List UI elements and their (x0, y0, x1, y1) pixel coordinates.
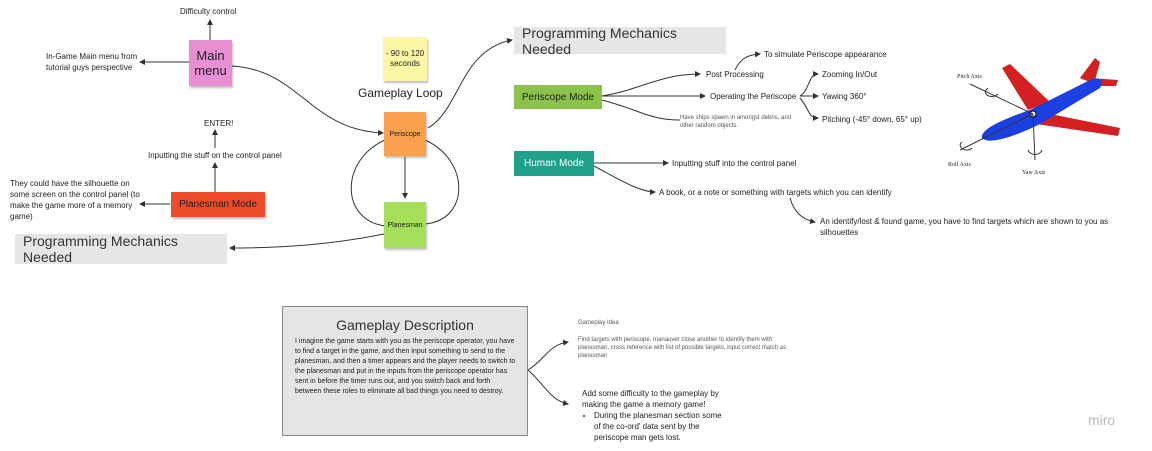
planesman-sticky[interactable]: Planesman (384, 202, 426, 248)
simulate-periscope-label: To simulate Periscope appearance (764, 50, 887, 59)
programming-mechanics-left[interactable]: Programming Mechanics Needed (15, 233, 227, 265)
planesman-mode-label: Planesman Mode (179, 199, 257, 210)
periscope-mode-box[interactable]: Periscope Mode (514, 85, 602, 109)
identify-game-label: An identify/lost & found game, you have … (820, 217, 1109, 237)
pitching-label: Pitching (-45° down, 65° up) (822, 115, 922, 124)
periscope-mode-label: Periscope Mode (521, 91, 595, 103)
operating-periscope-label: Operating the Periscope (710, 92, 797, 101)
main-menu-sticky[interactable]: Main menu (189, 40, 232, 86)
human-mode-label: Human Mode (523, 158, 585, 169)
pitch-axis-label: Pitch Axis (957, 74, 982, 80)
gameplay-description-box[interactable]: Gameplay Description I imagine the game … (282, 306, 528, 436)
inputting-control-panel2-label: Inputting stuff into the control panel (672, 159, 797, 168)
silhouette-note: They could have the silhouette on some s… (10, 179, 140, 221)
programming-mechanics-left-label: Programming Mechanics Needed (23, 233, 178, 265)
main-menu-label: Main menu (194, 48, 227, 78)
enter-label: ENTER! (204, 119, 234, 128)
planesman-label: Planesman (387, 221, 423, 229)
gameplay-description-body: I imagine the game starts with you as th… (295, 338, 516, 395)
plane-axes-illustration (959, 58, 1120, 161)
time-sticky[interactable]: - 90 to 120 seconds (383, 37, 427, 81)
difficulty-control-label: Difficulty control (180, 7, 237, 16)
memory-bullet: During the planesman section some of the… (594, 410, 722, 443)
roll-axis-label: Roll Axis (948, 162, 971, 168)
periscope-sticky[interactable]: Periscope (384, 112, 426, 156)
periscope-label: Periscope (389, 130, 421, 138)
gameplay-description-title: Gameplay Description (336, 317, 474, 333)
gameplay-loop-title: Gameplay Loop (358, 86, 443, 100)
zooming-label: Zooming In/Out (822, 70, 878, 79)
programming-mechanics-top-label: Programming Mechanics Needed (522, 24, 677, 57)
time-label: - 90 to 120 seconds (385, 49, 425, 68)
memory-game-label: Add some difficulty to the gameplay by m… (582, 389, 719, 409)
spawn-note: Have ships spawn in amongst debris, and … (680, 115, 792, 129)
inputting-control-panel-label: Inputting the stuff on the control panel (148, 151, 282, 160)
yawing-label: Yawing 360° (822, 92, 867, 101)
programming-mechanics-top[interactable]: Programming Mechanics Needed (514, 24, 726, 57)
planesman-mode-box[interactable]: Planesman Mode (171, 192, 265, 217)
gameplay-idea-text: Find targets with periscope, manauver cl… (578, 337, 787, 359)
memory-game-block: Add some difficulty to the gameplay by m… (582, 388, 722, 443)
miro-watermark: miro (1088, 412, 1116, 428)
main-menu-note: In-Game Main menu from tutorial guys per… (46, 52, 138, 72)
human-mode-box[interactable]: Human Mode (514, 151, 594, 176)
book-note-label: A book, or a note or something with targ… (659, 188, 892, 197)
yaw-axis-label: Yaw Axis (1022, 170, 1046, 176)
post-processing-label: Post Processing (706, 70, 764, 79)
gameplay-idea-label: Gameplay Idea (578, 320, 619, 326)
